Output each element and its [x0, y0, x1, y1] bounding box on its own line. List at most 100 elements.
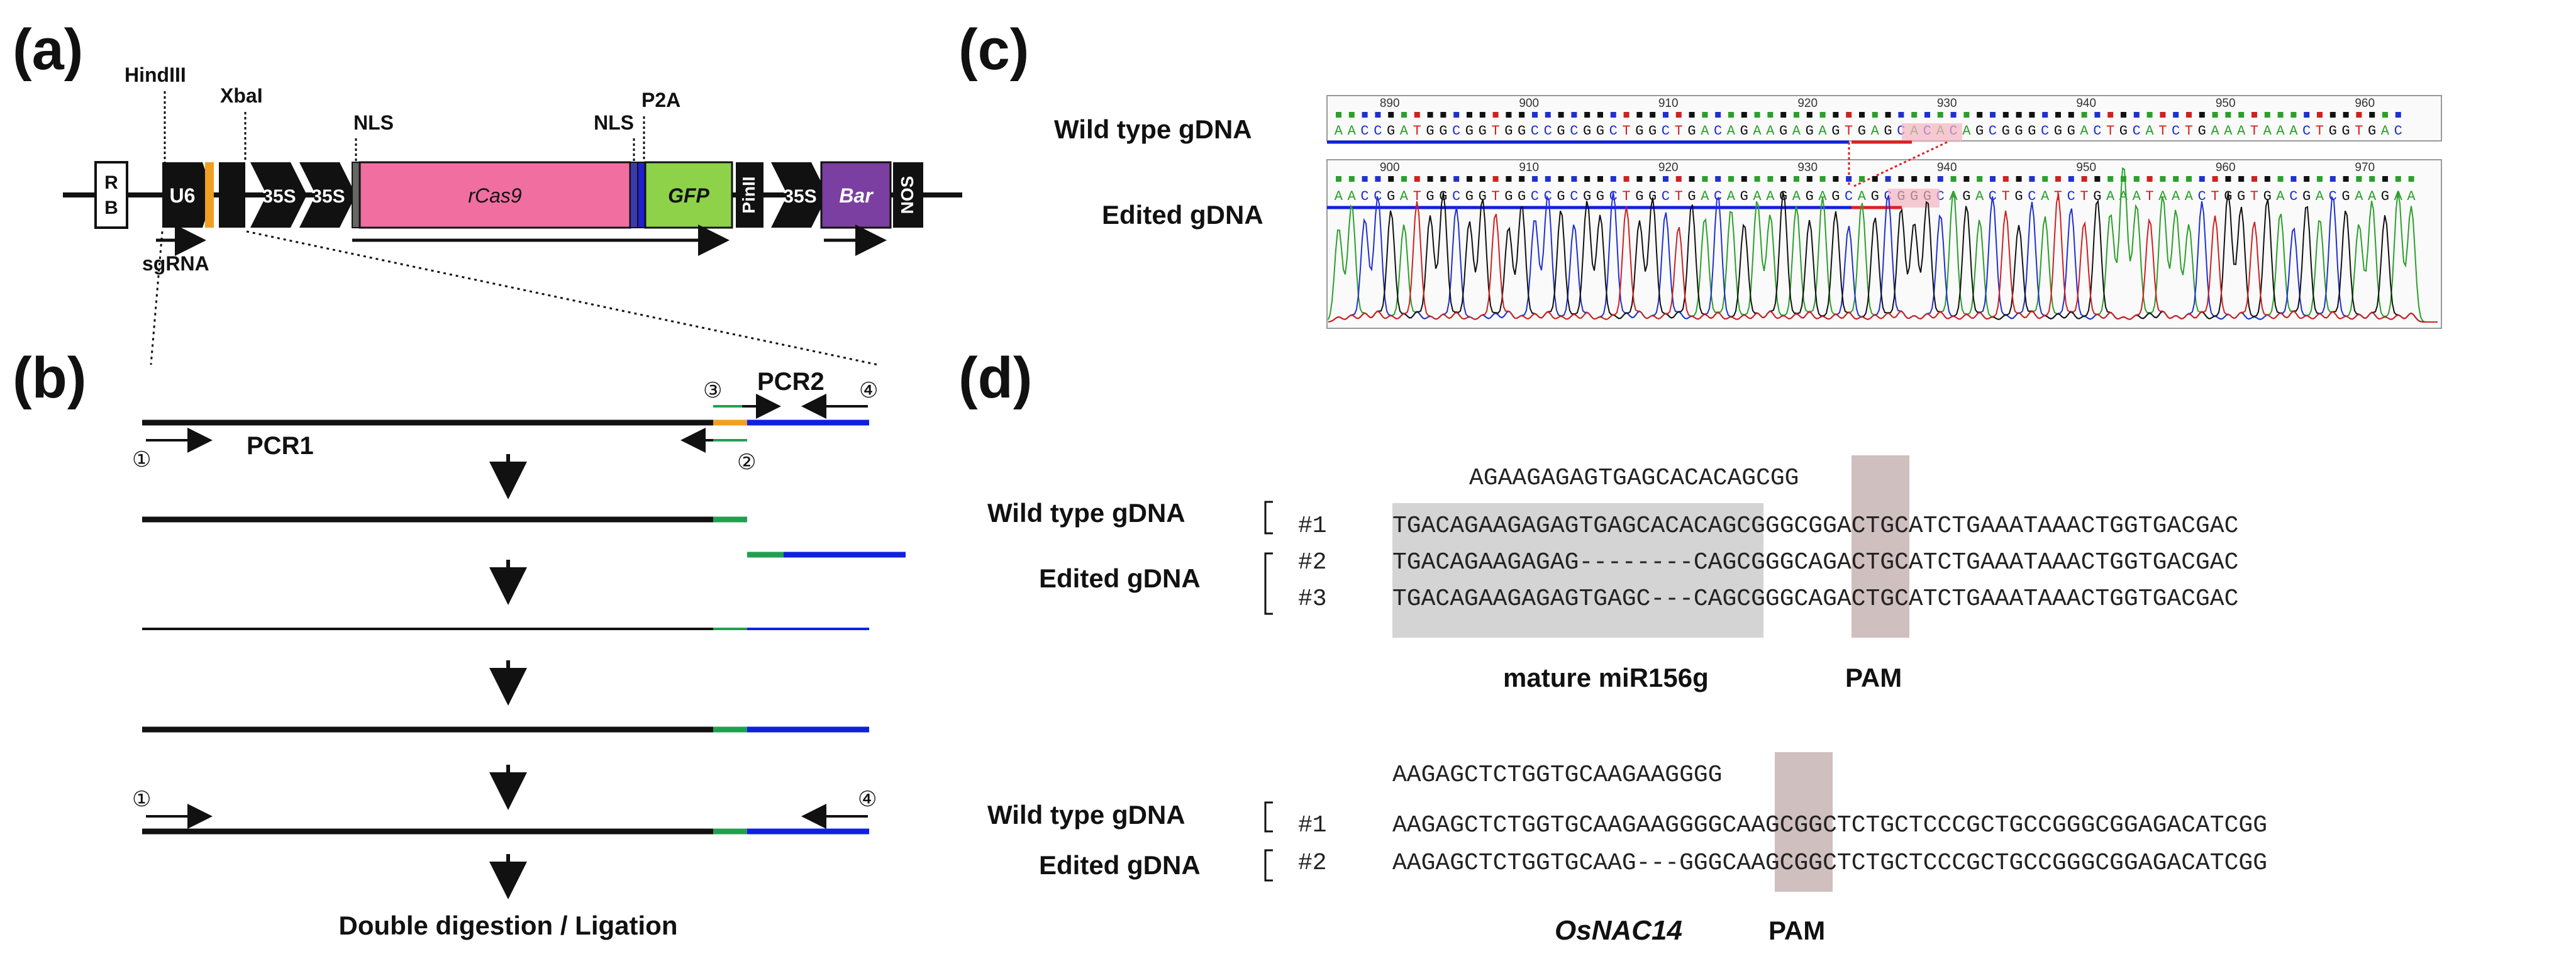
rb-label-b: B	[104, 197, 118, 218]
chrom-quality-mark	[1479, 112, 1485, 118]
chrom-base: C	[1531, 123, 1539, 139]
chrom-quality-mark	[1859, 176, 1865, 182]
chrom-quality-mark	[2042, 176, 2048, 182]
chrom-quality-mark	[1924, 176, 1930, 182]
chrom-base: A	[1701, 189, 1709, 204]
chrom-quality-mark	[1492, 176, 1499, 182]
zoom-line-left	[150, 231, 164, 365]
chrom-base: G	[2014, 123, 2023, 139]
chrom-base: C	[1374, 123, 1382, 139]
chrom-base: G	[1518, 189, 1526, 204]
chrom-base: C	[2289, 189, 2297, 204]
chrom-quality-mark	[1427, 176, 1433, 182]
chrom-quality-mark	[2408, 176, 2414, 182]
chrom-quality-mark	[1401, 176, 1407, 182]
chrom-quality-mark	[2133, 112, 2140, 118]
pam-shade-2	[1775, 752, 1833, 892]
chrom-base: A	[2263, 123, 2272, 139]
chrom-base: G	[1583, 189, 1591, 204]
chrom-quality-mark	[1689, 112, 1695, 118]
chrom-base: T	[1491, 123, 1499, 139]
chrom-quality-mark	[2238, 112, 2245, 118]
chrom-quality-mark	[1663, 176, 1668, 182]
rb-border	[94, 161, 128, 229]
chrom-quality-mark	[1375, 176, 1381, 182]
chrom-ed-label: Edited gDNA	[1102, 200, 1263, 230]
chrom-quality-mark	[1571, 112, 1577, 118]
chrom-base: A	[1792, 123, 1801, 139]
chrom-quality-mark	[1950, 176, 1957, 182]
chrom-base: A	[2237, 123, 2246, 139]
chrom-wt-label: Wild type gDNA	[1054, 114, 1252, 144]
chrom-base: G	[2093, 189, 2101, 204]
chrom-base: A	[1348, 189, 1357, 204]
chrom-base: A	[1975, 189, 1984, 204]
chrom-quality-mark	[2329, 112, 2336, 118]
chrom-wt-quality	[1336, 112, 2401, 118]
chrom-quality-mark	[1872, 176, 1878, 182]
p35s-label-1: 35S	[262, 186, 296, 207]
chrom-ed-pam-highlight	[1888, 189, 1940, 208]
chrom-quality-mark	[2382, 176, 2388, 182]
panel-a: (a) R B U6 35S 35S rCas9 GFP	[13, 18, 962, 366]
chrom-quality-mark	[1467, 112, 1472, 118]
chrom-quality-mark	[2356, 112, 2362, 118]
chrom-base: A	[2276, 123, 2285, 139]
chrom-tick-label: 940	[1937, 161, 1957, 174]
chrom-base: G	[2329, 123, 2337, 139]
chrom-quality-mark	[1806, 176, 1813, 182]
chrom-base: G	[1975, 123, 1984, 139]
chrom-quality-mark	[1440, 176, 1446, 182]
chrom-base: A	[2381, 123, 2390, 139]
chrom-base: C	[1989, 123, 1997, 139]
chrom-base: G	[1635, 189, 1643, 204]
chrom-base: A	[1818, 189, 1827, 204]
mature-mirna-label: mature miR156g	[1503, 663, 1709, 692]
align1-wt-label: Wild type gDNA	[987, 498, 1185, 528]
chrom-base: A	[2185, 189, 2194, 204]
panel-b: (b) ① PCR1 ② ③ PCR2 ④	[13, 346, 906, 940]
chrom-base: G	[1806, 189, 1814, 204]
chrom-tick-label: 920	[1658, 161, 1679, 174]
chrom-base: G	[1871, 189, 1879, 204]
chrom-quality-mark	[1977, 176, 1983, 182]
chrom-base: T	[1845, 123, 1853, 139]
chrom-quality-mark	[1610, 112, 1616, 118]
chrom-base: G	[1479, 189, 1487, 204]
chrom-quality-mark	[1715, 112, 1721, 118]
chrom-quality-mark	[1636, 112, 1643, 118]
chrom-base: A	[2289, 123, 2298, 139]
chrom-base: A	[2158, 189, 2167, 204]
chrom-quality-mark	[1885, 176, 1891, 182]
chrom-quality-mark	[1754, 112, 1760, 118]
chrom-base: G	[2119, 123, 2128, 139]
chrom-quality-mark	[1963, 112, 1970, 118]
chrom-quality-mark	[2055, 112, 2061, 118]
chrom-base: T	[2145, 189, 2153, 204]
chrom-quality-mark	[2068, 112, 2074, 118]
chrom-quality-mark	[1741, 176, 1747, 182]
panel-a-label: (a)	[13, 18, 83, 82]
chrom-quality-mark	[1558, 112, 1564, 118]
chrom-base: G	[1504, 123, 1513, 139]
chrom-quality-mark	[2225, 176, 2231, 182]
chrom-base: G	[1831, 123, 1840, 139]
chrom-quality-mark	[1414, 176, 1420, 182]
chrom-quality-mark	[2329, 176, 2336, 182]
chrom-quality-mark	[2238, 176, 2245, 182]
chrom-base: T	[1675, 123, 1683, 139]
chrom-quality-mark	[1741, 112, 1747, 118]
chrom-quality-mark	[2055, 176, 2061, 182]
chrom-base: G	[1465, 123, 1474, 139]
chrom-tick-label: 900	[1519, 97, 1539, 110]
chrom-quality-mark	[1427, 112, 1433, 118]
primer2-label: ②	[737, 450, 756, 474]
align2-row2-seq: AAGAGCTCTGGTGCAAG---GGGCAAGCGGCTCTGCTCCC…	[1392, 850, 2267, 877]
chrom-quality-mark	[1584, 176, 1591, 182]
chrom-quality-mark	[1663, 112, 1668, 118]
align1-ed-label: Edited gDNA	[1039, 564, 1201, 593]
chrom-quality-mark	[1990, 176, 1996, 182]
chrom-base: A	[2407, 189, 2416, 204]
chrom-quality-mark	[2016, 112, 2022, 118]
chrom-base: C	[1662, 189, 1670, 204]
